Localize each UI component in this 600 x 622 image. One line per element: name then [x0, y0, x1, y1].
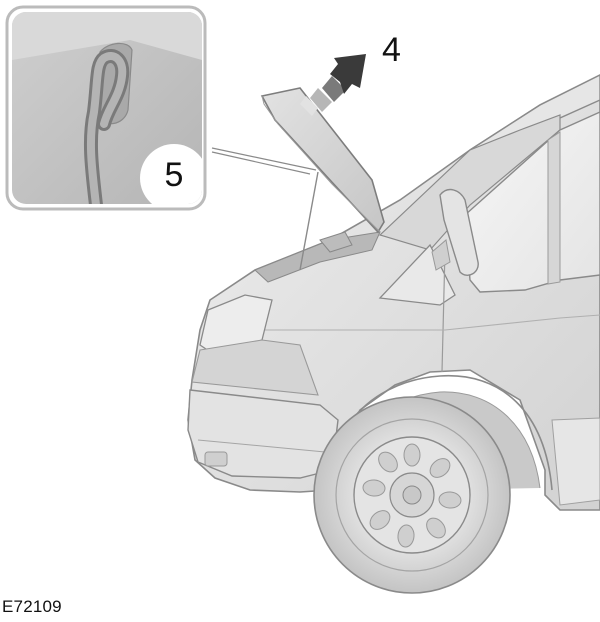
wing-mirror [439, 188, 479, 276]
bumper-lower [197, 439, 326, 453]
open-bonnet [260, 87, 385, 271]
mirror-arm [431, 239, 451, 271]
figure-code: E72109 [2, 597, 62, 616]
callout-step-5: 5 [164, 156, 184, 194]
tyre-inner-edge [335, 418, 489, 572]
bonnet-edge [261, 95, 381, 233]
callout-5-badge [140, 144, 202, 204]
front-wheel [313, 396, 511, 594]
bonnet-hinge [319, 231, 353, 253]
callout-step-4: 4 [382, 31, 401, 69]
bonnet-stay-rod [299, 171, 319, 271]
door-seam [441, 249, 446, 373]
open-direction-arrow-icon [300, 54, 366, 116]
hub-cap [402, 485, 422, 505]
belt-line [255, 314, 600, 331]
arrow-head [330, 54, 366, 94]
callout-leader-line [211, 147, 317, 175]
detail-inset [5, 5, 207, 211]
grille [191, 339, 319, 396]
window-pillar [547, 131, 561, 285]
rim-vent-holes [362, 443, 462, 548]
fog-lamp [204, 451, 228, 467]
rear-panel [551, 417, 600, 506]
a-pillar [378, 114, 561, 251]
